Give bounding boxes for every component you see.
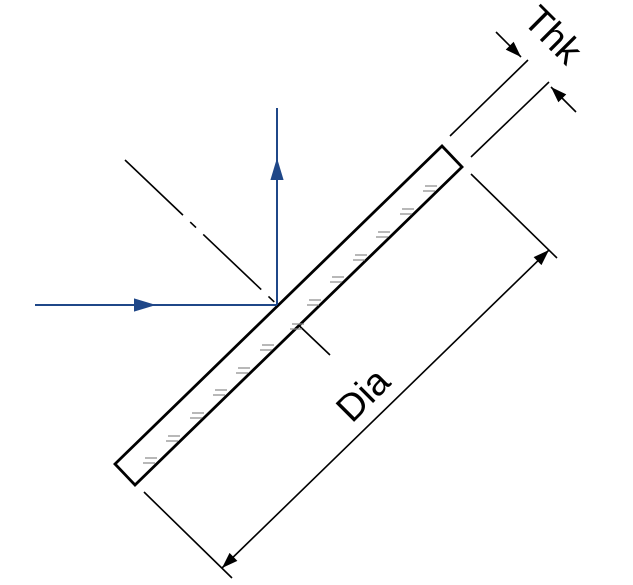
thickness-arrow-outer-left (495, 31, 522, 58)
optical-plate (113, 144, 464, 487)
thickness-arrow-outer-right (550, 86, 577, 113)
plate-outline (113, 144, 464, 487)
thickness-extension-line-top (449, 59, 529, 137)
thickness-extension-line-bottom (470, 81, 550, 158)
thickness-dimension (449, 31, 577, 158)
diameter-extension-line-top (470, 173, 558, 259)
diameter-dimension-line (221, 249, 550, 569)
diameter-extension-line-bottom (143, 491, 233, 579)
diameter-label: Dia (329, 360, 400, 431)
diameter-dimension (143, 173, 558, 579)
